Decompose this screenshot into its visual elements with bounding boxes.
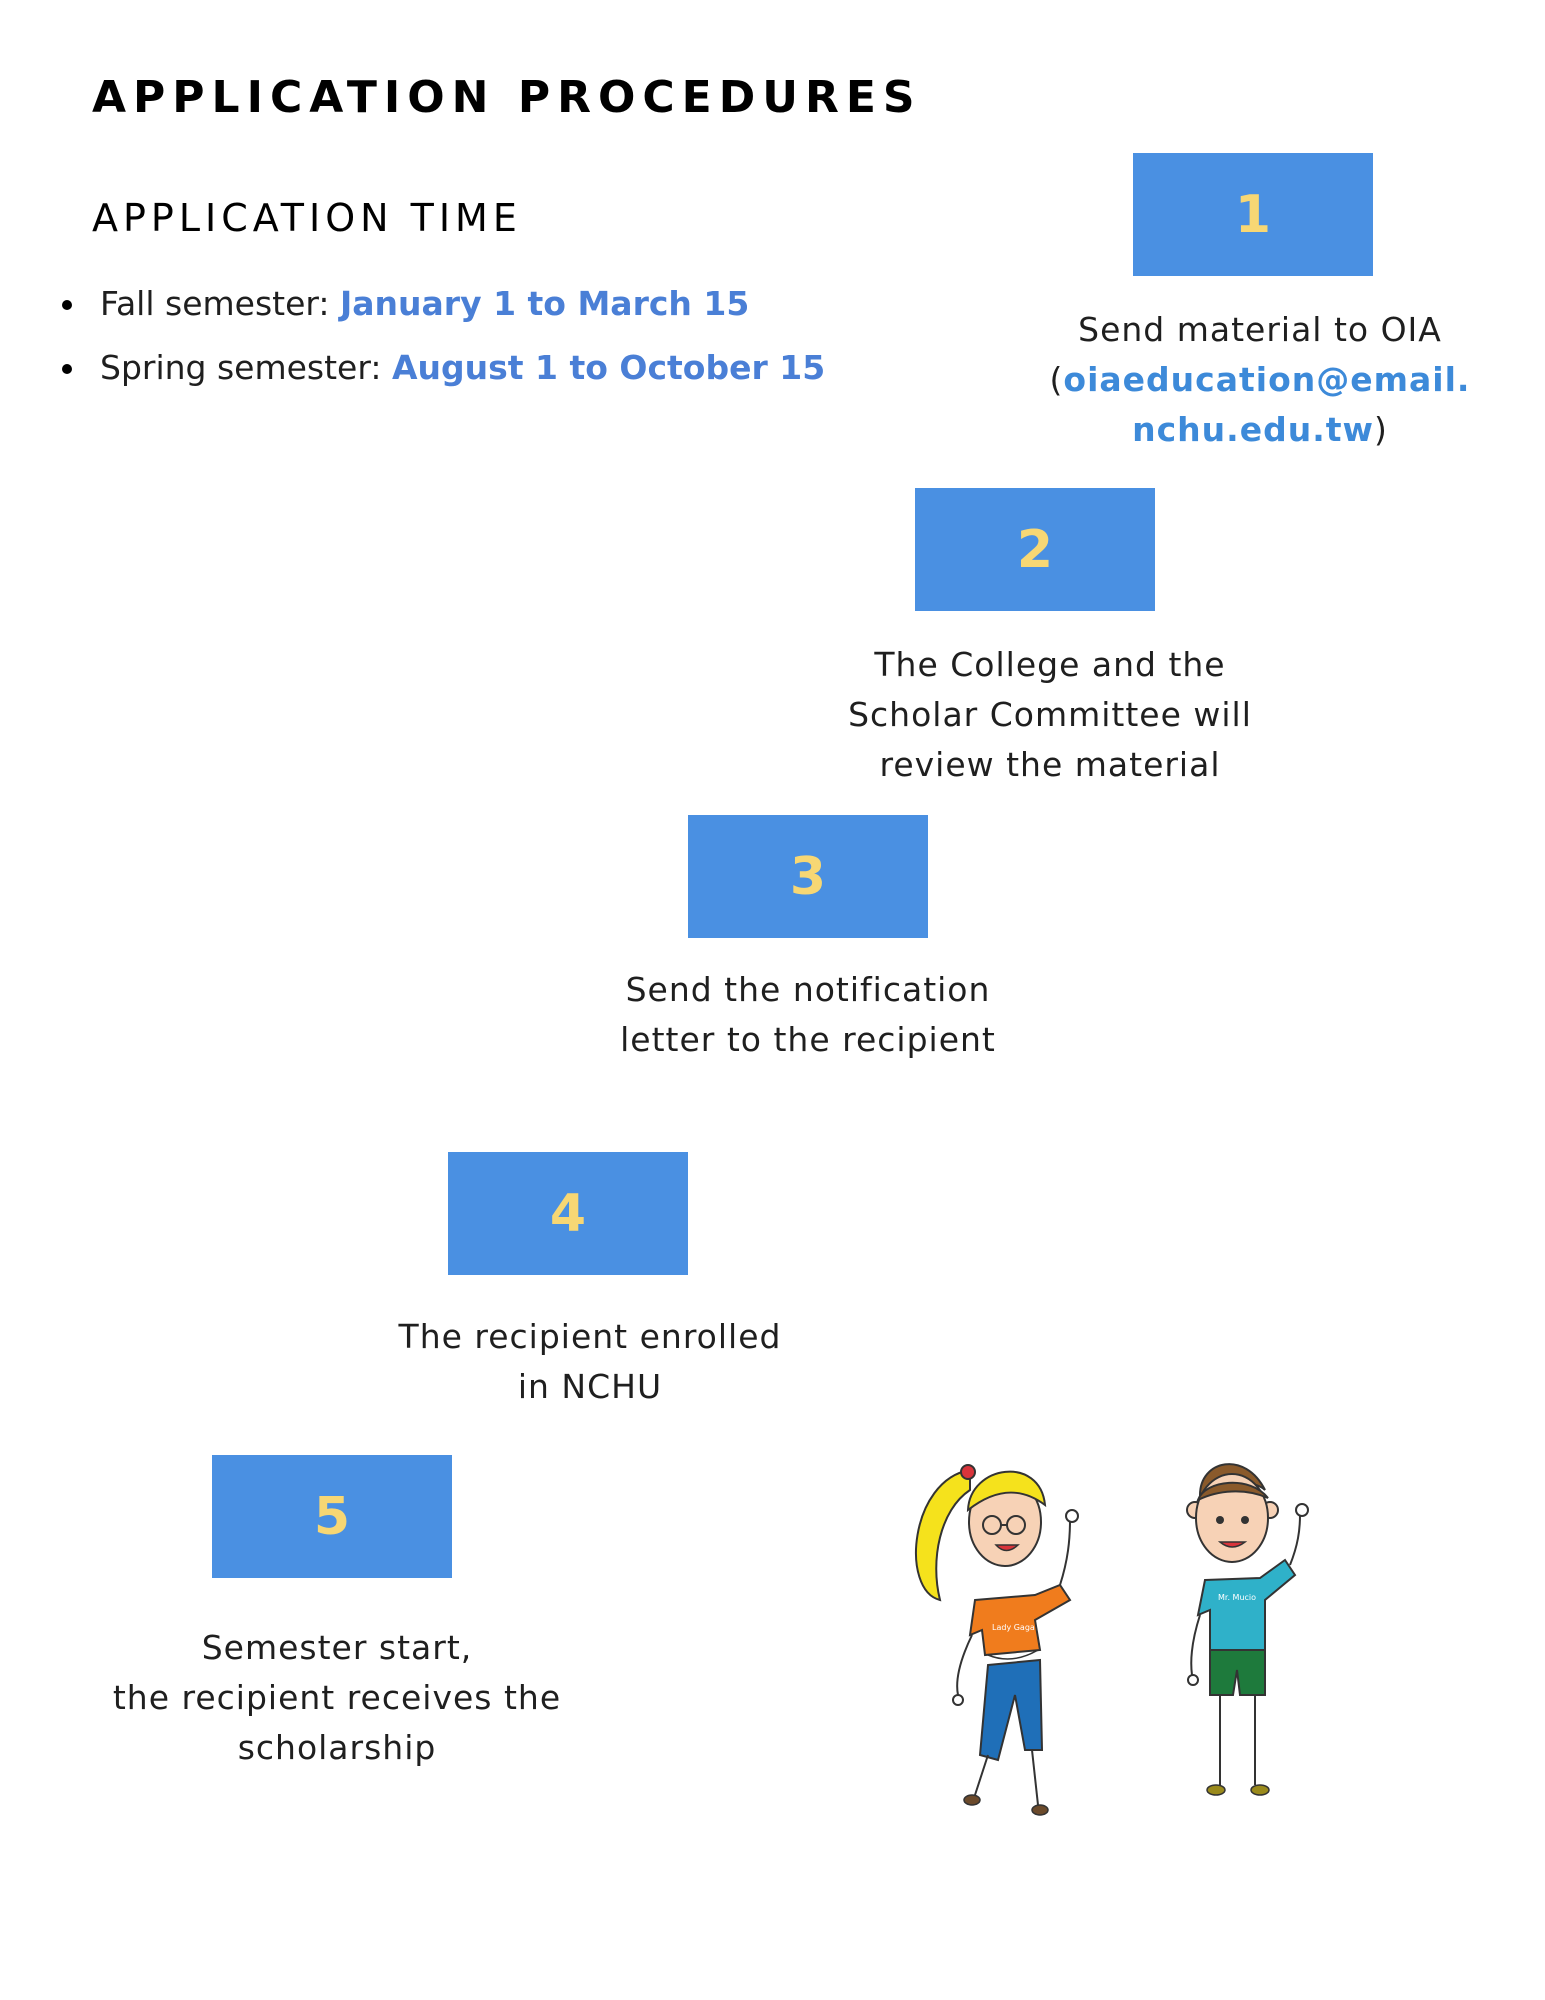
application-time-list: Fall semester: January 1 to March 15 Spr… [60, 272, 825, 400]
step-line: Semester start, [201, 1628, 473, 1667]
semester-dates: August 1 to October 15 [391, 348, 826, 387]
step-4-box: 4 [448, 1152, 688, 1275]
step-5-box: 5 [212, 1455, 452, 1578]
email-link[interactable]: nchu.edu.tw [1132, 410, 1374, 449]
step-line: Send the notification [625, 970, 991, 1009]
step-number: 4 [549, 1183, 587, 1244]
girl-figure: Lady Gaga [915, 1464, 1079, 1816]
step-line: review the material [879, 745, 1221, 784]
step-1-text: Send material to OIA (oiaeducation@email… [1040, 305, 1480, 455]
step-line: scholarship [237, 1728, 437, 1767]
email-line: (oiaeducation@email. [1049, 360, 1471, 399]
step-line: letter to the recipient [620, 1020, 996, 1059]
step-2-text: The College and the Scholar Committee wi… [820, 640, 1280, 790]
step-line: the recipient receives the [112, 1678, 562, 1717]
students-illustration: Lady Gaga Mr. Mucio [915, 1463, 1309, 1816]
application-time-heading: APPLICATION TIME [92, 196, 522, 240]
boy-figure: Mr. Mucio [1186, 1463, 1309, 1796]
email-line: nchu.edu.tw) [1132, 410, 1388, 449]
girl-shirt-text: Lady Gaga [992, 1623, 1035, 1632]
step-number: 1 [1234, 184, 1272, 245]
step-1-box: 1 [1133, 153, 1373, 276]
page-title: APPLICATION PROCEDURES [92, 72, 922, 123]
semester-label: Spring semester: [100, 348, 382, 387]
step-line: Send material to OIA [1078, 310, 1442, 349]
semester-dates: January 1 to March 15 [340, 284, 750, 323]
step-number: 3 [789, 846, 827, 907]
step-line: The College and the [874, 645, 1226, 684]
boy-shirt-text: Mr. Mucio [1218, 1593, 1256, 1602]
list-item: Fall semester: January 1 to March 15 [60, 272, 825, 336]
step-3-text: Send the notification letter to the reci… [588, 965, 1028, 1065]
list-item: Spring semester: August 1 to October 15 [60, 336, 825, 400]
step-3-box: 3 [688, 815, 928, 938]
step-2-box: 2 [915, 488, 1155, 611]
step-number: 2 [1016, 519, 1054, 580]
email-link[interactable]: oiaeducation@email. [1063, 360, 1471, 399]
semester-label: Fall semester: [100, 284, 330, 323]
step-line: The recipient enrolled [398, 1317, 782, 1356]
step-4-text: The recipient enrolled in NCHU [370, 1312, 810, 1412]
step-5-text: Semester start, the recipient receives t… [92, 1623, 582, 1773]
step-line: in NCHU [517, 1367, 663, 1406]
step-line: Scholar Committee will [848, 695, 1252, 734]
step-number: 5 [313, 1486, 351, 1547]
